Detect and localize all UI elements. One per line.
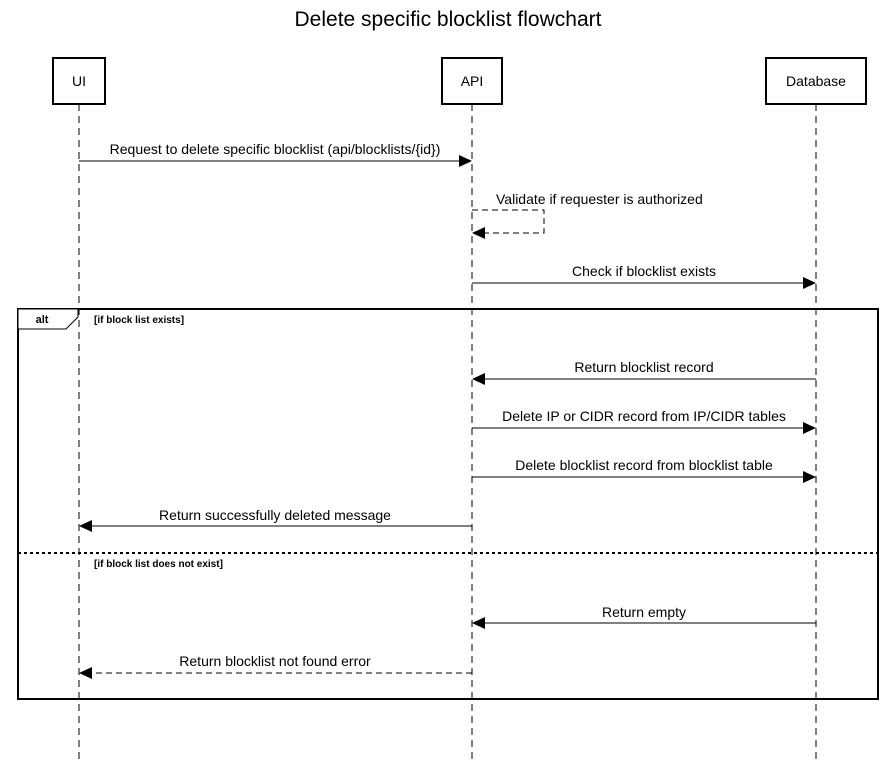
arrowhead	[79, 667, 92, 679]
participant-ui: UI	[52, 57, 106, 105]
message-request-delete: Request to delete specific blocklist (ap…	[79, 141, 472, 167]
participant-ui-label: UI	[72, 73, 86, 89]
message-label: Return blocklist not found error	[179, 653, 371, 669]
message-label: Return successfully deleted message	[159, 507, 391, 523]
guard-if-exists: [if block list exists]	[94, 315, 184, 326]
arrowhead	[459, 155, 472, 167]
diagram-title: Delete specific blocklist flowchart	[295, 8, 602, 31]
message-delete-blocklist: Delete blocklist record from blocklist t…	[472, 457, 816, 483]
message-label: Return empty	[602, 604, 686, 620]
message-validate-authorized: Validate if requester is authorized	[472, 191, 703, 239]
participant-api-label: API	[461, 73, 484, 89]
message-return-deleted: Return successfully deleted message	[79, 507, 472, 532]
participant-database: Database	[765, 57, 867, 105]
participant-api: API	[441, 57, 503, 105]
arrowhead	[472, 373, 485, 385]
message-return-not-found: Return blocklist not found error	[79, 653, 472, 679]
message-return-record: Return blocklist record	[472, 359, 816, 385]
message-label: Validate if requester is authorized	[496, 191, 703, 207]
alt-frame	[17, 308, 879, 700]
arrowhead	[79, 520, 92, 532]
alt-tab	[17, 308, 79, 330]
arrowhead	[803, 422, 816, 434]
arrowhead	[472, 617, 485, 629]
message-label: Request to delete specific blocklist (ap…	[110, 141, 441, 157]
message-check-exists: Check if blocklist exists	[472, 263, 816, 289]
message-delete-ip-cidr: Delete IP or CIDR record from IP/CIDR ta…	[472, 408, 816, 434]
alt-keyword: alt	[36, 314, 49, 326]
arrowhead	[803, 277, 816, 289]
alt-fragment: alt [if block list exists] [if block lis…	[17, 308, 879, 700]
message-label: Delete blocklist record from blocklist t…	[515, 457, 773, 473]
arrowhead	[472, 227, 485, 239]
participant-database-label: Database	[786, 73, 846, 89]
message-return-empty: Return empty	[472, 604, 816, 629]
message-label: Delete IP or CIDR record from IP/CIDR ta…	[502, 408, 786, 424]
guard-if-not-exists: [if block list does not exist]	[94, 559, 223, 570]
message-label: Return blocklist record	[574, 359, 713, 375]
arrowhead	[803, 471, 816, 483]
message-label: Check if blocklist exists	[572, 263, 716, 279]
